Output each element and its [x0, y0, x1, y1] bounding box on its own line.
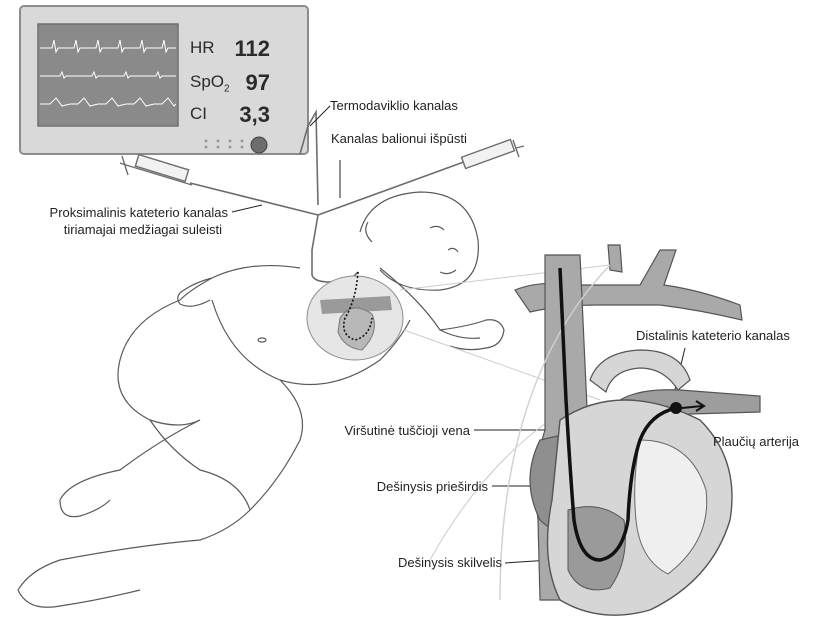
- balloon-branch: [318, 159, 472, 215]
- thermistor-channel-label: Termodaviklio kanalas: [330, 98, 458, 113]
- syringe-right: [462, 139, 524, 168]
- right-ventricle-label: Dešinysis skilvelis: [340, 555, 502, 570]
- svc-label: Viršutinė tuščioji vena: [290, 423, 470, 438]
- hr-readout: HR 112: [190, 36, 300, 60]
- baby-head: [360, 192, 478, 290]
- ci-readout: CI 3,3: [190, 102, 300, 126]
- ci-label: CI: [190, 104, 207, 124]
- pulmonary-artery-label: Plaučių arterija: [713, 434, 799, 449]
- ci-value: 3,3: [239, 102, 270, 128]
- syringe-left: [120, 155, 192, 185]
- hr-value: 112: [235, 36, 271, 62]
- right-atrium-label: Dešinysis prieširdis: [310, 479, 488, 494]
- spo2-value: 97: [246, 70, 270, 96]
- distal-channel-label: Distalinis kateterio kanalas: [636, 328, 790, 343]
- proximal-channel-label-2: tiriamajai medžiagai suleisti: [28, 222, 222, 237]
- spo2-label: SpO2: [190, 72, 230, 94]
- monitor-knob: [251, 137, 267, 153]
- baby-outline: [18, 192, 504, 607]
- chest-inset: [307, 272, 403, 360]
- catheter-balloon: [670, 402, 682, 414]
- spo2-readout: SpO2 97: [190, 70, 300, 94]
- catheter-to-chest: [312, 215, 358, 282]
- proximal-channel-label-1: Proksimalinis kateterio kanalas: [28, 205, 228, 220]
- hr-label: HR: [190, 38, 215, 58]
- balloon-channel-label: Kanalas balionui išpūsti: [331, 131, 467, 146]
